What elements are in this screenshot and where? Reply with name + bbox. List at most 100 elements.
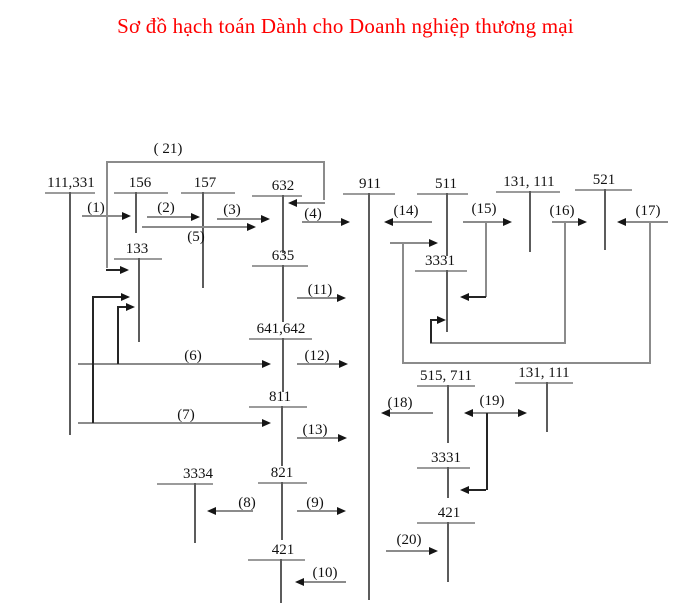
- account-632-stem: [282, 195, 284, 253]
- flow-3-arrowhead: [261, 215, 270, 223]
- account-521-stem: [604, 189, 606, 250]
- account-3331-lower-stem: [447, 467, 449, 498]
- diagram-title: Sơ đồ hạch toán Dành cho Doanh nghiệp th…: [117, 14, 574, 38]
- connector-6-to-133-line: [117, 306, 127, 308]
- account-111-331-label: 111,331: [47, 175, 95, 191]
- account-511-line: [417, 193, 468, 195]
- flow-10-label: (10): [312, 565, 338, 581]
- connector-16-riser: [430, 320, 432, 343]
- flow-2-label: (2): [157, 200, 175, 216]
- account-635-stem: [282, 265, 284, 322]
- flow-21-top-line: [108, 161, 325, 163]
- connector-17-horizontal: [402, 362, 651, 364]
- account-635-label: 635: [271, 248, 295, 264]
- flow-19-line: [472, 412, 520, 414]
- flow-3-label: (3): [223, 202, 241, 218]
- connector-17-riser: [402, 243, 404, 363]
- flow-21-label: ( 21): [153, 141, 183, 157]
- account-421-right-line: [417, 522, 475, 524]
- account-131-111-bottom-label: 131, 111: [518, 365, 570, 381]
- account-421-right-stem: [447, 522, 449, 582]
- connector-16-line: [430, 319, 438, 321]
- flow-15-line: [463, 221, 504, 223]
- flow-10-line: [303, 581, 346, 583]
- flow-21-hook-line: [106, 269, 121, 271]
- flow-16-label: (16): [549, 203, 575, 219]
- account-511-stem: [446, 193, 448, 256]
- account-521-line: [575, 189, 632, 191]
- account-3331-upper-label: 3331: [425, 253, 455, 269]
- flow-17-arrowhead: [617, 218, 626, 226]
- flow-2-arrowhead: [191, 213, 200, 221]
- account-131-111-top-line: [496, 191, 560, 193]
- connector-15-to-3331-line: [468, 296, 486, 298]
- connector-16-arrowhead: [437, 316, 446, 324]
- account-635-line: [252, 265, 308, 267]
- flow-17-label: (17): [635, 203, 661, 219]
- flow-20-line: [386, 550, 430, 552]
- flow-11-label: (11): [307, 282, 333, 298]
- flow-20-arrowhead: [429, 547, 438, 555]
- connector-6-to-133-riser: [117, 307, 119, 364]
- account-511-label: 511: [435, 176, 457, 192]
- flow-16-arrowhead: [578, 218, 587, 226]
- account-131-111-top-label: 131, 111: [503, 174, 555, 190]
- flow-14-arrowhead: [384, 218, 393, 226]
- flow-12-arrowhead: [339, 360, 348, 368]
- account-811-line: [249, 406, 307, 408]
- account-421-left-label: 421: [271, 542, 295, 558]
- flow-8-line: [215, 510, 253, 512]
- flow-13-label: (13): [302, 422, 328, 438]
- flow-21-to-632-line: [296, 202, 325, 204]
- flow-6-line: [78, 363, 263, 365]
- flow-18-arrowhead: [381, 409, 390, 417]
- flow-8-arrowhead: [207, 507, 216, 515]
- connector-15-to-3331-arrowhead: [460, 293, 469, 301]
- flow-6-arrowhead: [262, 360, 271, 368]
- connector-7-to-133-arrowhead: [121, 293, 130, 301]
- flow-15-arrowhead: [503, 218, 512, 226]
- account-3331-lower-line: [417, 467, 470, 469]
- connector-17-line: [390, 242, 430, 244]
- flow-7-label: (7): [177, 407, 195, 423]
- account-133-stem: [138, 258, 140, 342]
- flow-7-line: [78, 422, 263, 424]
- account-3331-upper-stem: [446, 270, 448, 332]
- flow-14-line: [392, 221, 432, 223]
- account-821-label: 821: [270, 465, 294, 481]
- flow-6-label: (6): [184, 348, 202, 364]
- flow-11-line: [297, 297, 338, 299]
- connector-19-arrowhead: [460, 486, 469, 494]
- flow-21-hook-arrowhead: [120, 266, 129, 274]
- flow-1-line: [82, 215, 123, 217]
- flow-12-line: [297, 363, 340, 365]
- flow-4-line: [302, 221, 342, 223]
- flow-4-arrowhead: [341, 218, 350, 226]
- flow-18-label: (18): [387, 395, 413, 411]
- flow-1-arrowhead: [122, 212, 131, 220]
- flow-21-left-drop: [106, 161, 108, 268]
- flow-21-to-632-arrowhead: [288, 199, 297, 207]
- account-911-label: 911: [359, 176, 381, 192]
- account-421-right-label: 421: [437, 505, 461, 521]
- flow-9-arrowhead: [337, 507, 346, 515]
- connector-6-to-133-arrowhead: [126, 303, 135, 311]
- connector-16-horizontal: [430, 342, 566, 344]
- account-3334-line: [157, 483, 213, 485]
- account-821-stem: [281, 482, 283, 540]
- flow-19-arrowhead-right: [518, 409, 527, 417]
- account-811-label: 811: [269, 389, 291, 405]
- account-632-line: [252, 195, 302, 197]
- account-515-711-line: [417, 385, 475, 387]
- account-641-642-label: 641,642: [256, 321, 306, 337]
- connector-19-drop: [486, 413, 488, 490]
- connector-16-drop: [564, 222, 566, 344]
- flow-12-label: (12): [304, 348, 330, 364]
- flow-4-label: (4): [304, 206, 322, 222]
- connector-17-drop: [649, 222, 651, 364]
- account-131-111-bottom-stem: [546, 382, 548, 432]
- account-156-label: 156: [128, 175, 152, 191]
- account-131-111-top-stem: [529, 191, 531, 252]
- flow-19-arrowhead-left: [464, 409, 473, 417]
